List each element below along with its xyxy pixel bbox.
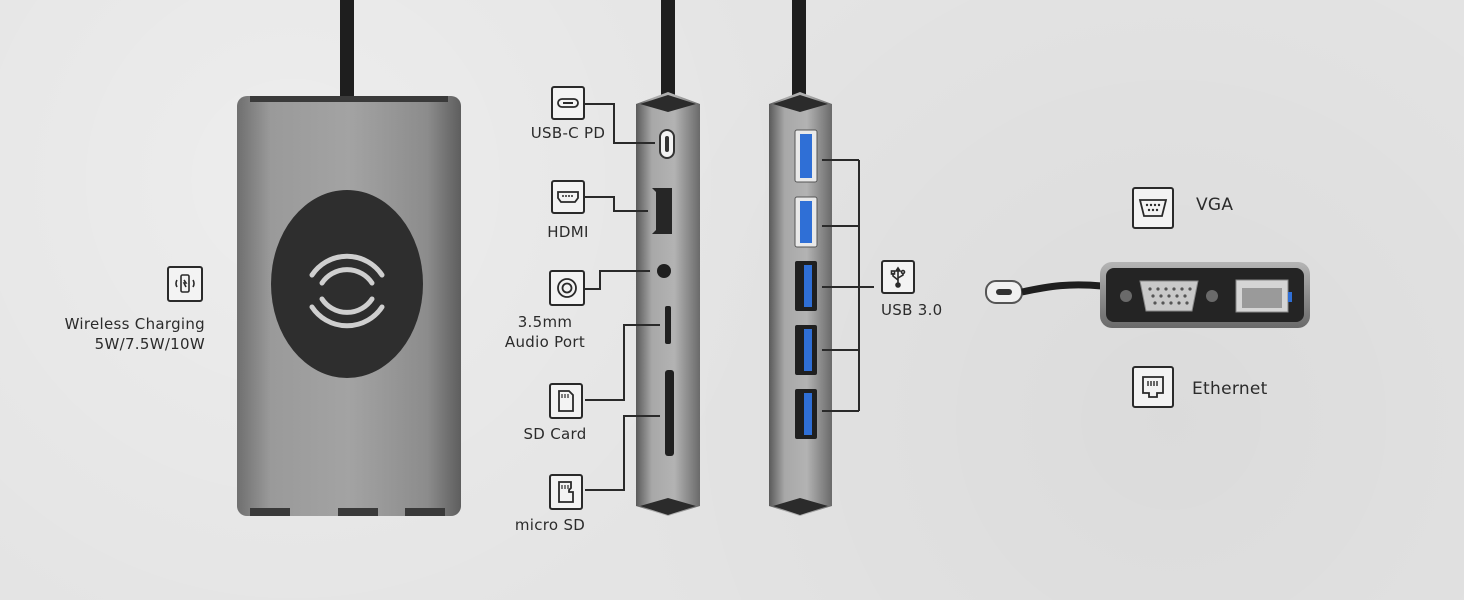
hub-side-left [636, 0, 700, 516]
vga-label: VGA [1196, 195, 1234, 215]
vga-icon [1132, 187, 1174, 229]
ethernet-icon [1132, 366, 1174, 408]
hdmi-icon [551, 180, 585, 214]
audio-port-label: 3.5mm Audio Port [504, 313, 586, 351]
ethernet-label: Ethernet [1192, 379, 1268, 399]
hdmi-label: HDMI [547, 223, 589, 241]
charging-pad [271, 190, 423, 378]
micro-sd-label: micro SD [514, 516, 586, 534]
micro-sd-icon [549, 474, 583, 510]
usb-icon [881, 260, 915, 294]
audio-jack-icon [549, 270, 585, 306]
usb-c-pd-label: USB-C PD [530, 124, 606, 142]
sd-card-label: SD Card [523, 425, 587, 443]
wireless-charging-label: Wireless Charging 5W/7.5W/10W [64, 315, 205, 353]
phone-wireless-icon [167, 266, 203, 302]
vga-ethernet-adapter [985, 262, 1310, 328]
usb3-label: USB 3.0 [881, 301, 943, 319]
hub-side-right [769, 0, 832, 516]
sd-card-icon [549, 383, 583, 419]
usb-c-icon [551, 86, 585, 120]
wireless-hub [237, 0, 461, 516]
